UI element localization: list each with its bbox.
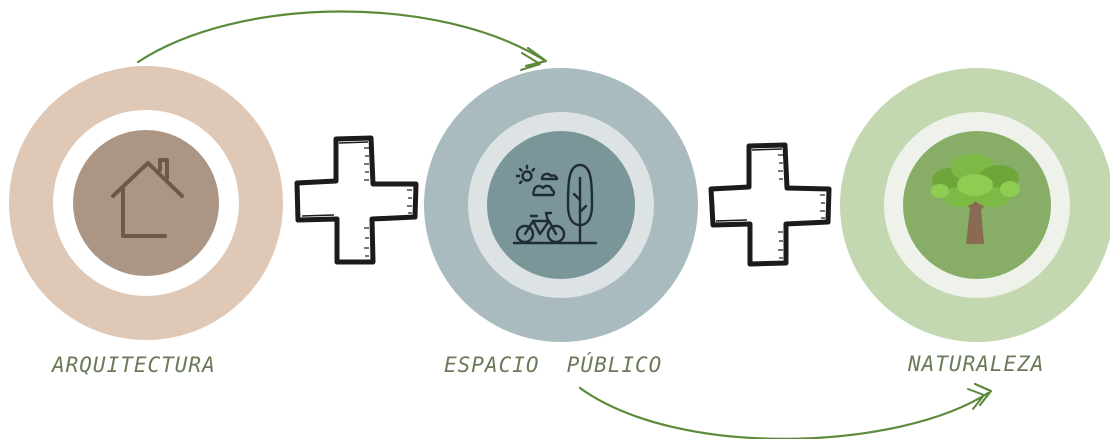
tree-icon <box>931 154 1020 244</box>
plus-icon <box>294 135 419 265</box>
park-bicycle-icon <box>512 163 598 245</box>
arquitectura-circle <box>9 66 283 340</box>
bottom-curved-arrow-icon <box>578 382 993 439</box>
espacio-publico-circle <box>424 68 698 342</box>
espacio-publico-label: ESPACIO PÚBLICO <box>444 353 663 377</box>
naturaleza-label: NATURALEZA <box>908 352 1045 376</box>
arquitectura-label: ARQUITECTURA <box>52 353 216 377</box>
house-icon <box>111 158 184 238</box>
plus-icon <box>708 142 832 267</box>
naturaleza-circle <box>840 68 1110 342</box>
top-curved-arrow-icon <box>136 10 548 71</box>
